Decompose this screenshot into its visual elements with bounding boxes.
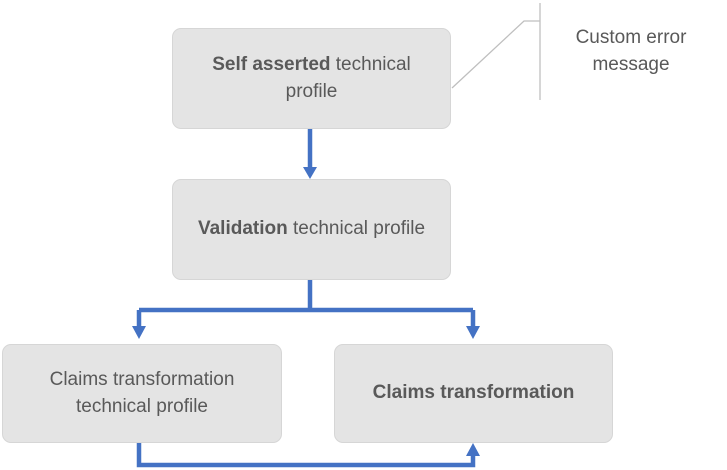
node-label-rest: technical profile xyxy=(287,218,426,240)
node-label: Claims transformation technical profile xyxy=(15,367,269,419)
node-self-asserted-technical-profile[interactable]: Self asserted technical profile xyxy=(172,28,451,129)
node-label: Claims transformation xyxy=(373,380,575,406)
callout-leader-line xyxy=(451,3,541,100)
node-label-bold: Claims transformation xyxy=(372,382,575,404)
connector-claims-tp-to-claims xyxy=(136,443,480,468)
node-claims-transformation-technical-profile[interactable]: Claims transformation technical profile xyxy=(2,344,282,443)
node-claims-transformation[interactable]: Claims transformation xyxy=(334,344,613,443)
node-label-rest: Claims transformation technical profile xyxy=(49,369,235,417)
connector-validation-to-bottom-row xyxy=(132,280,480,339)
node-label: Validation technical profile xyxy=(198,216,425,242)
node-label-bold: Validation xyxy=(197,218,288,240)
node-label-bold: Self asserted xyxy=(212,54,331,76)
node-label-rest: technical profile xyxy=(285,54,411,102)
node-validation-technical-profile[interactable]: Validation technical profile xyxy=(172,179,451,280)
connector-self-asserted-to-validation xyxy=(303,129,317,179)
callout-custom-error-message: Custom error message xyxy=(575,27,687,75)
node-label: Self asserted technical profile xyxy=(185,52,438,104)
